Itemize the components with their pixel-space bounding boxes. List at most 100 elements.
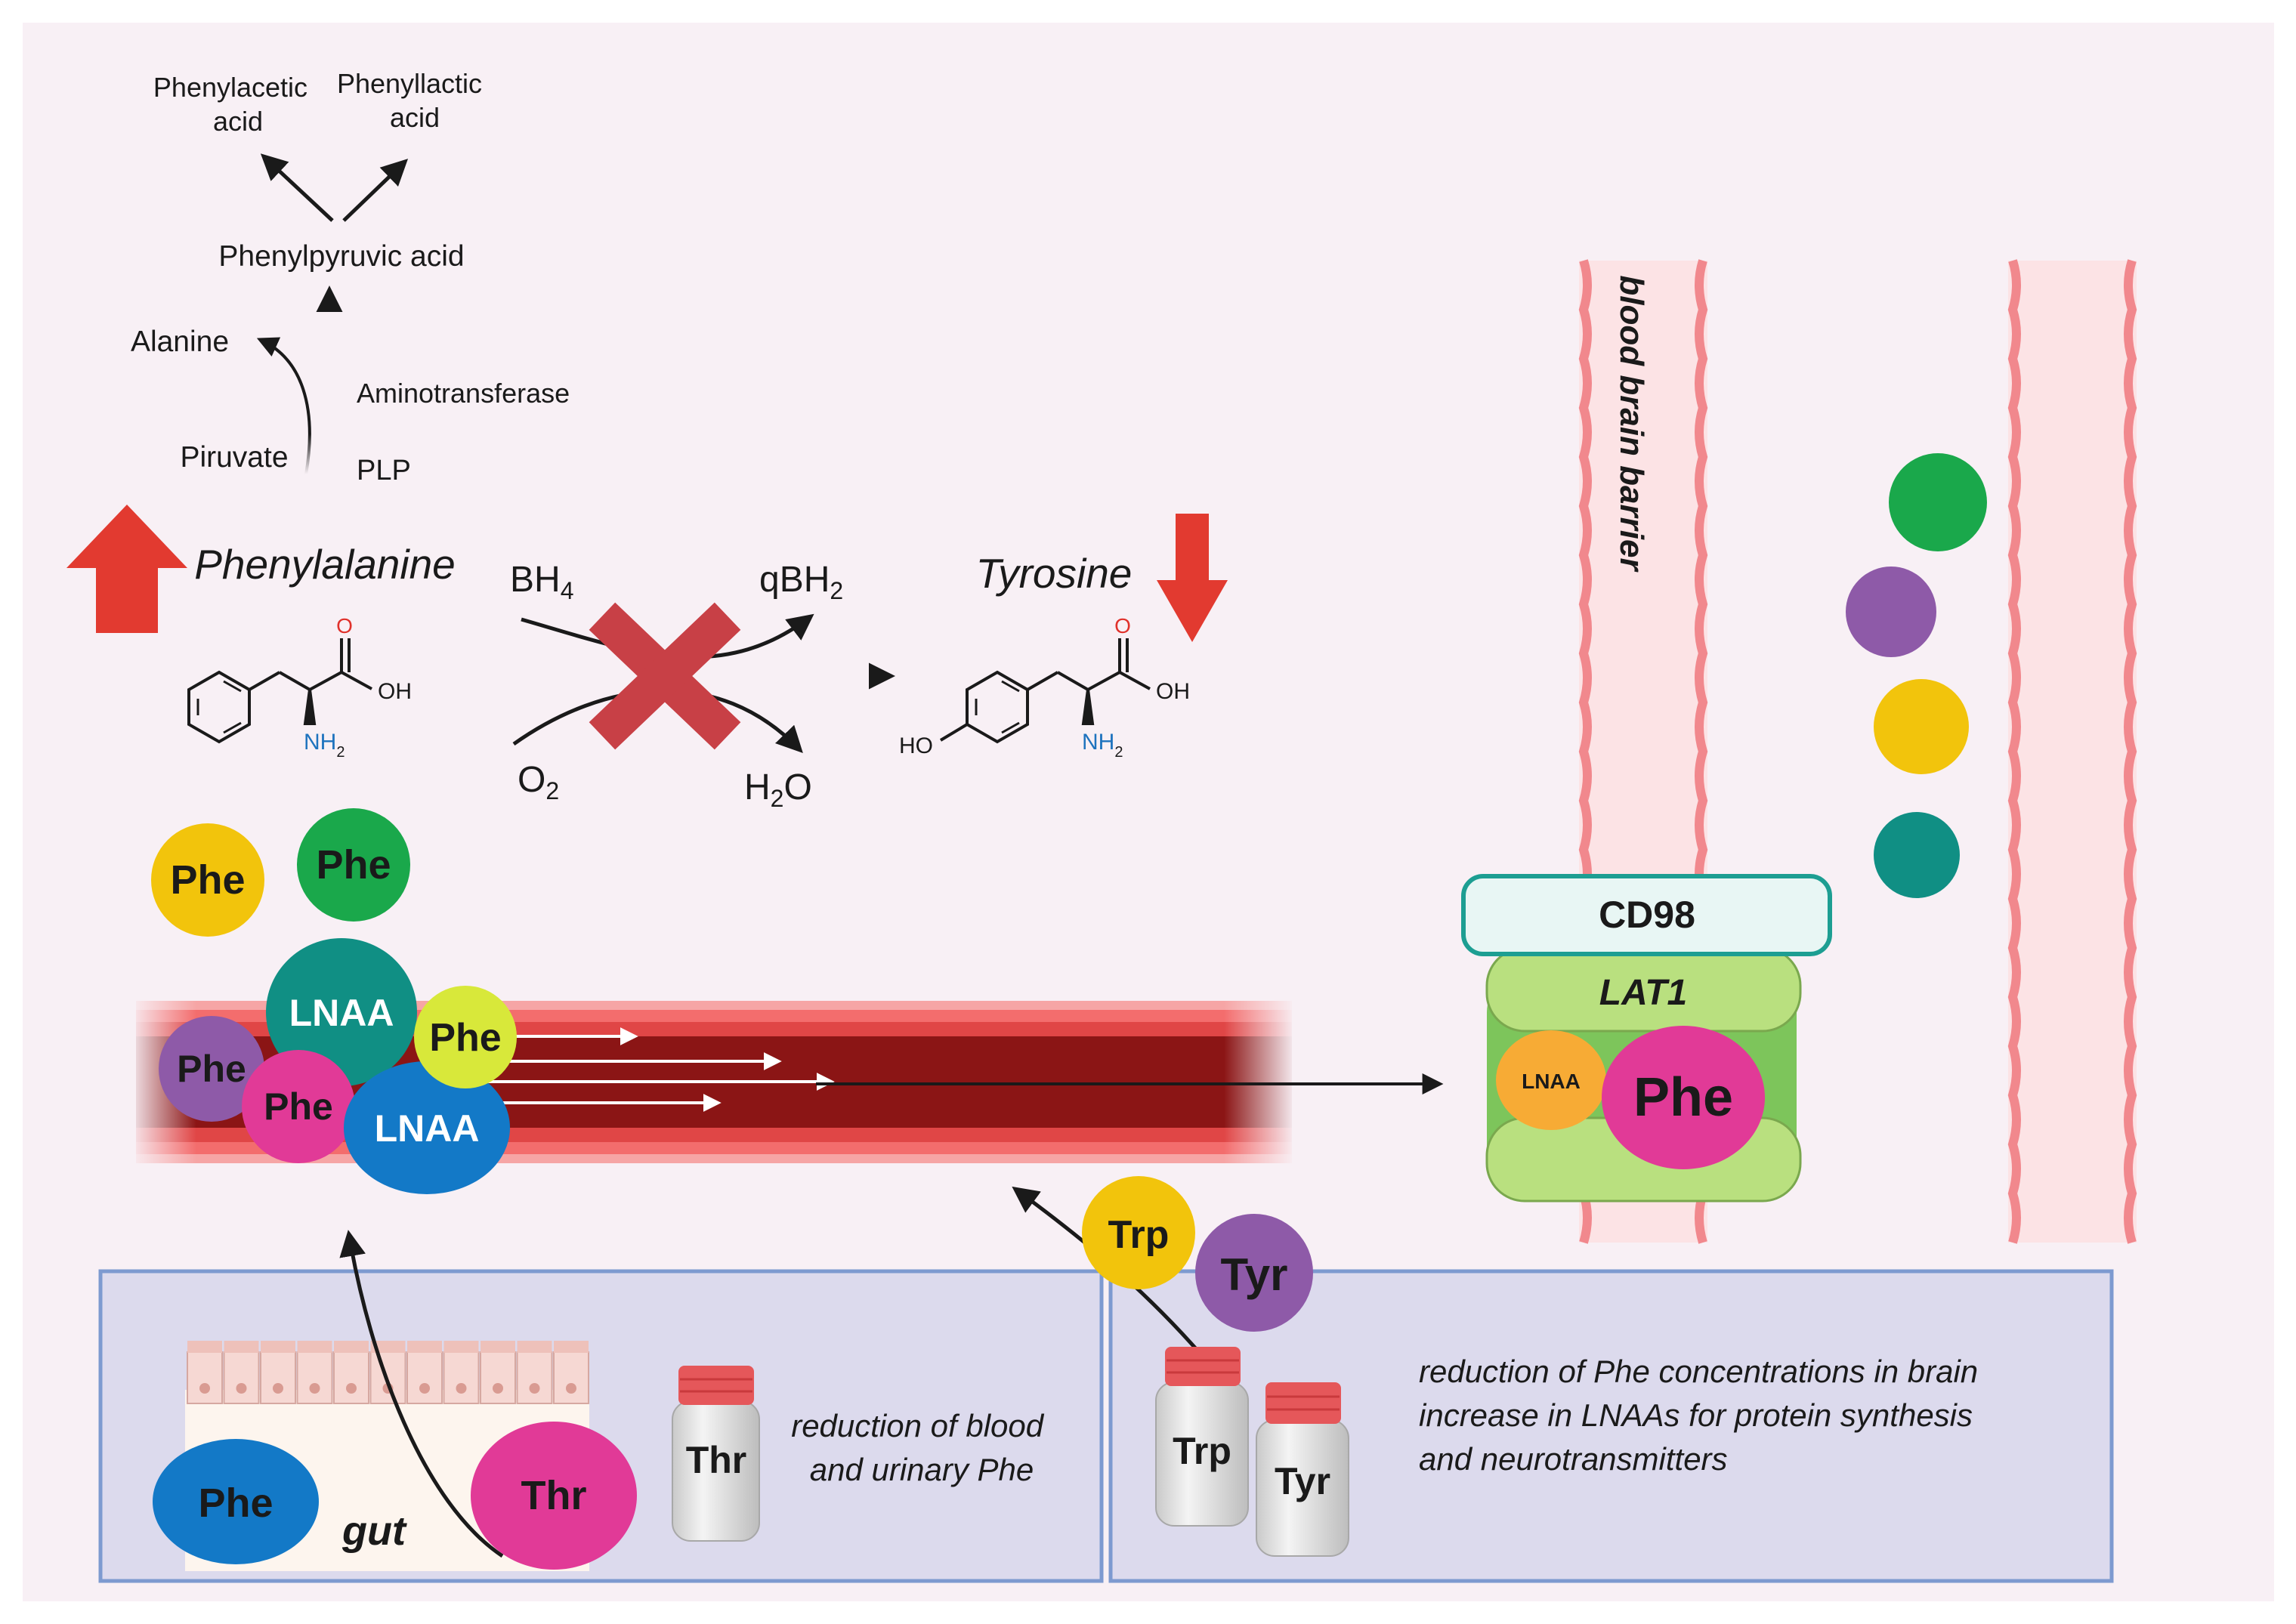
gut-cell xyxy=(223,1351,260,1404)
svg-text:Tyr: Tyr xyxy=(1221,1249,1288,1300)
brain-bubbles xyxy=(1846,453,1987,898)
tyr-ho-label: HO xyxy=(899,733,933,758)
phenylpyruvic-acid-label: Phenylpyruvic acid xyxy=(218,240,464,273)
phenylacetic-acid-label: Phenylacetic acid xyxy=(153,72,315,137)
cd98-box xyxy=(1461,874,1832,956)
gut-cell xyxy=(406,1351,443,1404)
phe-bubble-purple xyxy=(159,1016,264,1122)
gut-villi xyxy=(297,1341,332,1353)
gut-cell-nucleus xyxy=(273,1383,283,1394)
gut-villi xyxy=(481,1341,515,1353)
gut-villi xyxy=(407,1341,442,1353)
svg-text:Thr: Thr xyxy=(521,1473,587,1518)
tyr-bottle-icon: Tyr xyxy=(1256,1382,1349,1557)
barrier-wall-far-left xyxy=(2007,259,2021,1244)
phenylalanine-structure xyxy=(187,638,372,744)
panel-right-text: reduction of Phe concentrations in brain… xyxy=(1419,1354,1987,1477)
svg-text:Tyr: Tyr xyxy=(1275,1460,1330,1502)
aminotransferase-label: Aminotransferase xyxy=(357,378,570,409)
arrow-to-phenyllactic xyxy=(342,159,409,222)
gut-to-blood-arrow xyxy=(339,1230,504,1558)
gut-cell-nucleus xyxy=(456,1383,467,1394)
svg-text:Phe: Phe xyxy=(429,1016,501,1060)
tyrosine-label: Tyrosine xyxy=(976,550,1133,597)
gut-cell xyxy=(296,1351,333,1404)
gut-cell-nucleus xyxy=(346,1383,357,1394)
svg-text:Trp: Trp xyxy=(1108,1213,1170,1257)
svg-text:Phe: Phe xyxy=(170,857,245,903)
phe-bubble-green xyxy=(297,808,410,922)
gut-cell-nucleus xyxy=(493,1383,503,1394)
phe-o-label: O xyxy=(336,614,353,638)
h2o-label: H2O xyxy=(744,767,812,812)
arrow-piruvate-to-alanine xyxy=(256,337,311,475)
svg-text:Phe: Phe xyxy=(1633,1067,1733,1128)
piruvate-label: Piruvate xyxy=(180,441,288,474)
phe-oh-label: OH xyxy=(378,679,412,704)
svg-text:Phe: Phe xyxy=(177,1048,246,1090)
phe-bubble-transporter xyxy=(1602,1026,1765,1169)
panel-left-text: reduction of blood and urinary Phe xyxy=(791,1408,1052,1487)
phe-bubble-magenta xyxy=(242,1050,355,1163)
gut-cell xyxy=(480,1351,516,1404)
gut-villi xyxy=(187,1341,222,1353)
gut-cell-nucleus xyxy=(236,1383,247,1394)
gut-cell-nucleus xyxy=(566,1383,576,1394)
pathway-section: Phenylacetic acid Phenyllactic acid Phen… xyxy=(131,68,570,502)
gut-cell xyxy=(443,1351,480,1404)
supplement-bubbles: Trp Tyr xyxy=(1082,1176,1313,1332)
gut-cell-nucleus xyxy=(309,1383,320,1394)
phe-nh2-label: NH2 xyxy=(304,730,345,761)
phenylalanine-label: Phenylalanine xyxy=(194,541,456,588)
lat1-transporter: CD98 LAT1 LNAA Phe xyxy=(1461,874,1832,1203)
svg-text:LNAA: LNAA xyxy=(375,1107,480,1150)
brain-bubble-green xyxy=(1889,453,1987,551)
thr-bottle-icon: Thr xyxy=(672,1366,760,1542)
gut-cell xyxy=(187,1351,223,1404)
barrier-wall-far-right xyxy=(2124,259,2137,1244)
gut-cell xyxy=(516,1351,553,1404)
down-arrow-icon xyxy=(1157,514,1228,642)
svg-text:Thr: Thr xyxy=(686,1439,747,1481)
tyr-o-label: O xyxy=(1114,614,1131,638)
lnaa-bubble-blue xyxy=(344,1061,510,1194)
brain-bubble-yellow xyxy=(1874,679,1969,774)
blood-bubbles: Phe Phe Phe LNAA Phe LNAA Phe xyxy=(151,808,517,1194)
gut-cell xyxy=(260,1351,296,1404)
lnaa-bubble-orange xyxy=(1496,1030,1606,1130)
lat1-label: LAT1 xyxy=(1599,973,1687,1013)
phe-bubble-gut xyxy=(153,1439,319,1564)
trp-bottle-icon: Trp xyxy=(1155,1347,1249,1527)
svg-text:Phe: Phe xyxy=(198,1480,273,1526)
gut-cell-nucleus xyxy=(529,1383,540,1394)
phenyllactic-acid-label: Phenyllactic acid xyxy=(337,68,490,133)
phe-bubble-yellow xyxy=(151,823,264,937)
gut-cell xyxy=(333,1351,369,1404)
o2-label: O2 xyxy=(518,760,559,804)
reaction-section: Phenylalanine Tyrosine O OH NH2 BH4 xyxy=(66,505,1228,812)
lnaa-bubble-teal xyxy=(266,938,417,1086)
svg-text:Phe: Phe xyxy=(316,842,391,888)
gut-villi xyxy=(554,1341,589,1353)
qbh2-label: qBH2 xyxy=(759,560,843,604)
panel-left: Phe gut Thr Thr reduction of blood and u… xyxy=(98,1230,1104,1583)
svg-text:LNAA: LNAA xyxy=(1522,1070,1581,1093)
phe-bubble-lime xyxy=(414,986,517,1088)
svg-text:Phe: Phe xyxy=(264,1085,333,1128)
brain-bubble-teal xyxy=(1874,812,1960,898)
gut-villi xyxy=(224,1341,259,1353)
arrow-to-phenylacetic xyxy=(260,153,334,222)
blood-brain-barrier-label: blood brain barrier xyxy=(1613,275,1650,573)
tyrosine-structure xyxy=(939,638,1151,744)
tyr-bubble xyxy=(1195,1214,1313,1332)
up-arrow-icon xyxy=(66,505,187,633)
svg-text:Trp: Trp xyxy=(1173,1430,1231,1472)
thr-bubble xyxy=(471,1422,637,1570)
gut-cell-nucleus xyxy=(199,1383,210,1394)
svg-text:LNAA: LNAA xyxy=(289,992,394,1034)
brain-bubble-purple xyxy=(1846,567,1936,657)
trp-bubble xyxy=(1082,1176,1195,1289)
alanine-label: Alanine xyxy=(131,326,229,358)
gut-villi xyxy=(443,1341,479,1353)
